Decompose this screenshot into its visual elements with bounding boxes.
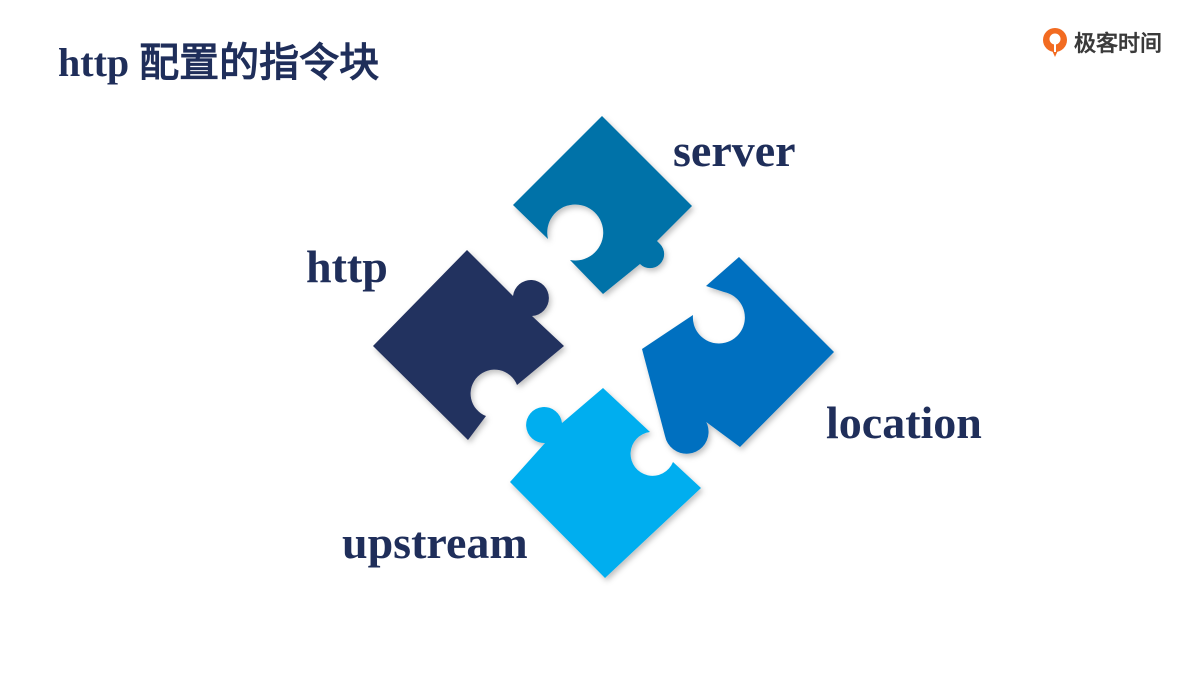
piece-server-shape	[513, 116, 692, 294]
slide-title: http 配置的指令块	[58, 40, 380, 85]
piece-upstream-shape	[510, 388, 701, 578]
puzzle-piece-location	[642, 257, 834, 454]
piece-location-shape	[642, 257, 834, 454]
label-upstream: upstream	[342, 517, 528, 568]
brand-logo: 极客时间	[1040, 26, 1162, 58]
puzzle-piece-http	[373, 250, 564, 440]
label-server: server	[673, 125, 796, 176]
logo-text: 极客时间	[1074, 32, 1163, 57]
puzzle-piece-upstream	[510, 388, 701, 578]
puzzle-piece-server	[513, 116, 692, 294]
label-http: http	[306, 241, 388, 292]
label-location: location	[826, 397, 982, 448]
piece-http-shape	[373, 250, 564, 440]
geektime-logo-icon	[1043, 28, 1067, 57]
